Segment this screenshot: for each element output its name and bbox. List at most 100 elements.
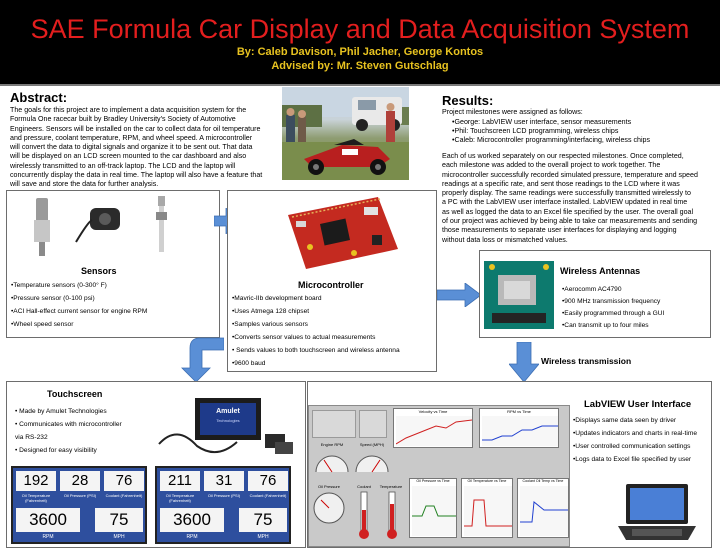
abstract-line: will be displayed on an LCD screen mount… [10,152,247,161]
results-line: a PC with the LabVIEW user interface ins… [442,198,688,207]
arrow-down-left-icon [181,337,224,382]
lcd-value: 211 [160,471,200,491]
lcd-mph-value: 75 [95,508,143,532]
labview-bullet: •Logs data to Excel file specified by us… [573,456,692,463]
lcd-label: Coolant (Fahrenheit) [105,493,143,498]
abstract-heading: Abstract: [10,90,68,105]
labview-front-panel: Velocity vs Time RPM vs Time Engine RPM … [308,405,570,547]
poster-advisor: Advised by: Mr. Steven Gutschlag [271,60,449,72]
microcontroller-title: Microcontroller [298,280,364,290]
arrow-right-icon [437,283,481,307]
wireless-transmission-caption: Wireless transmission [541,356,632,366]
touch-bullet: via RS-232 [15,434,48,441]
lcd-rpm-value: 3600 [16,508,80,532]
header-divider [0,84,720,86]
results-line: without data loss or mismatched values. [442,235,568,244]
touchscreen-title: Touchscreen [47,389,103,399]
lcd-label: Oil Pressure (PSI) [207,493,241,498]
results-line: readings at a specific rate, and sent th… [442,179,680,188]
speed-gauge-icon [355,455,389,473]
lcd-value: 76 [104,471,144,491]
lcd-label: Coolant (Fahrenheit) [249,493,287,498]
gauge-label: Temperature [379,484,403,489]
coolant-trace [520,486,568,536]
antenna-board-photo [484,261,554,329]
coolant-thermometer-icon [359,491,369,539]
abstract-body: The goals for this project are to implem… [10,106,272,190]
labview-bullet: •Displays same data seen by driver [573,417,677,424]
rpm-gauge-icon [315,455,349,473]
comm-settings-control[interactable] [312,410,356,438]
abstract-line: will convert the data to digital signals… [10,143,253,152]
wireless-title: Wireless Antennas [560,266,641,276]
arrow-down-icon [509,342,539,382]
oil-pressure-gauge-icon [313,492,345,524]
lcd-value: 192 [16,471,56,491]
wireless-panel: Wireless Antennas •Aerocomm AC4790 •900 … [479,250,711,338]
wireless-bullet: •Can transmit up to four miles [562,322,649,329]
sensor-bullet: •ACI Hall-effect current sensor for engi… [11,308,148,315]
abstract-line: Formula One racecar built by Bradley Uni… [10,115,236,124]
oil-pressure-chart: Oil Pressure vs Time [409,478,457,538]
sensors-photo [34,196,167,256]
oil-temp-trace [464,486,512,536]
sensor-bullet: •Wheel speed sensor [11,321,74,328]
wireless-bullet: •Easily programmed through a GUI [562,310,665,317]
results-line: each milestone was added to the overall … [442,161,661,170]
microcontroller-panel: Microcontroller •Mavric-IIb development … [227,190,437,372]
chart-title: Oil Temperature vs Time [467,479,507,483]
results-body: Each of us worked separately on our resp… [442,152,712,245]
poster-title: SAE Formula Car Display and Data Acquisi… [30,14,690,44]
poster-authors: By: Caleb Davison, Phil Jacher, George K… [236,46,484,58]
micro-bullet: •Samples various sensors [232,321,308,328]
gauge-label: Speed (MPH) [359,442,385,447]
touch-bullet: • Made by Amulet Technologies [15,408,107,415]
micro-bullet: • Sends values to both touchscreen and w… [232,347,400,354]
lcd-value: 76 [248,471,288,491]
chart-title: Oil Pressure vs Time [416,479,450,483]
lcd-label: Oil Temperature (Fahrenheit) [21,493,51,503]
velocity-chart: Velocity vs Time [393,408,473,448]
oil-temp-chart: Oil Temperature vs Time [461,478,513,538]
touch-bullet: • Designed for easy visibility [15,447,97,454]
rpm-trace [482,416,558,446]
abstract-line: Engineers. Sensors will be installed on … [10,124,261,133]
milestone-item: •Caleb: Microcontroller programming/inte… [452,136,651,144]
lcd-value: 31 [204,471,244,491]
lcd-label: Oil Temperature (Fahrenheit) [165,493,195,503]
results-line: microcontroller successfully recorded si… [442,170,698,179]
gauge-label: Engine RPM [320,442,344,447]
file-path-control[interactable] [359,410,387,438]
oil-thermometer-icon [387,491,397,539]
abstract-line: wirelessly transmitted to an off-track l… [10,161,236,170]
labview-bullet: •User controlled communication settings [573,443,691,450]
amulet-sub: Technologies [216,418,240,423]
velocity-trace [396,416,472,446]
lcd-rpm-label: RPM [186,534,198,540]
labview-title: LabVIEW User Interface [584,399,692,410]
labview-panel: Velocity vs Time RPM vs Time Engine RPM … [307,381,712,548]
lcd-label: Oil Pressure (PSI) [63,493,97,498]
pcb-photo [288,197,398,269]
milestone-item: •George: LabVIEW user interface, sensor … [452,118,632,126]
racecar-photo [282,87,409,180]
laptop-icon [618,484,696,540]
gauge-label: Coolant [357,484,371,489]
lcd-mph-label: MPH [257,534,269,540]
results-intro: Project milestones were assigned as foll… [442,108,583,116]
lcd-screen-left: 192 28 76 Oil Temperature (Fahrenheit) O… [11,466,147,544]
abstract-line: and pressure, coolant temperature, RPM, … [10,133,253,142]
abstract-line: will save and store the data for further… [10,180,159,189]
chart-title: Coolant Oil Temp vs Time [522,479,564,483]
micro-bullet: •9600 baud [232,360,266,367]
sensors-title: Sensors [81,266,117,276]
labview-bullet: •Updates indicators and charts in real-t… [573,430,697,437]
wireless-bullet: •900 MHz transmission frequency [562,298,661,305]
touchscreen-device: Amulet Technologies [157,394,302,462]
milestone-item: •Phil: Touchscreen LCD programming, wire… [452,127,619,135]
touchscreen-device-illustration [158,398,293,454]
sensor-bullet: •Temperature sensors (0-300° F) [11,282,107,289]
results-line: properly display. The same readings were… [442,189,691,198]
micro-bullet: •Mavric-IIb development board [232,295,322,302]
results-line: of our project was achieved by being abl… [442,217,698,226]
